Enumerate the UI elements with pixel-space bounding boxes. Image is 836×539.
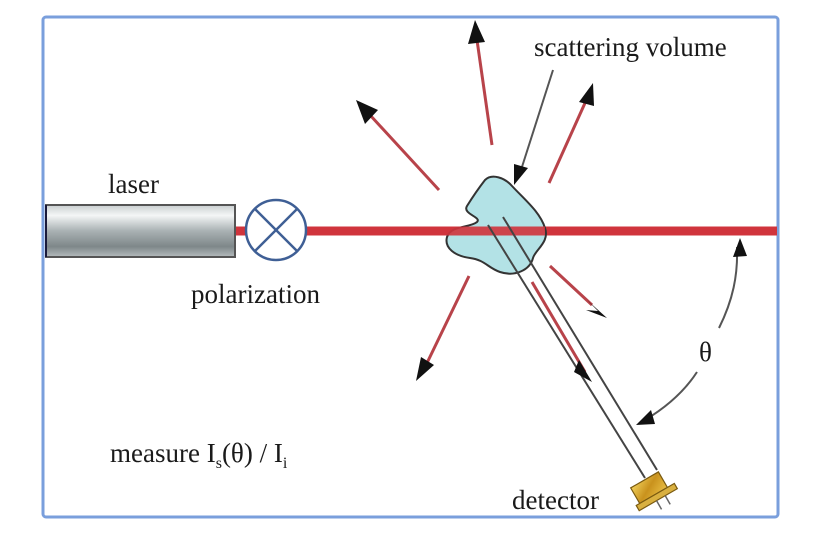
circle-x-polarizer-icon — [244, 198, 308, 262]
laser-label: laser — [108, 169, 159, 199]
scatter-arrow-downright — [548, 264, 607, 318]
scattering-volume-blob — [445, 175, 547, 275]
laser-tube-icon — [45, 204, 236, 258]
polarization-label: polarization — [191, 279, 320, 309]
pointer-arrow — [514, 69, 554, 185]
measure-sub-i: i — [283, 455, 288, 472]
scatter-arrow-up — [468, 20, 494, 146]
detector-arm — [487, 216, 658, 479]
scattering-volume-label: scattering volume — [534, 32, 727, 62]
theta-label: θ — [699, 337, 712, 367]
scattered-light-arrows — [356, 20, 607, 381]
measure-formula: measure Is(θ) / Ii — [110, 438, 288, 472]
measure-mid: (θ) / I — [222, 438, 283, 468]
diagram-frame — [41, 15, 780, 519]
measure-sub-s: s — [216, 455, 222, 472]
photodetector-icon — [629, 471, 679, 512]
theta-angle-arc — [636, 238, 747, 425]
measure-prefix: measure I — [110, 438, 216, 468]
scatter-arrow-upright — [547, 83, 594, 184]
detector-label: detector — [512, 485, 599, 515]
scatter-arrow-upleft — [356, 100, 441, 192]
scatter-arrow-downleft — [416, 275, 471, 381]
